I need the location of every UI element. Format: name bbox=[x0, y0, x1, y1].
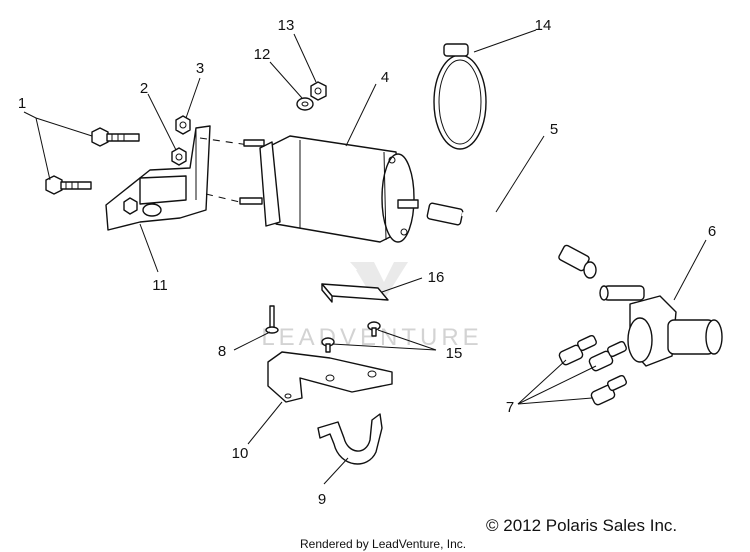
part-6-drive bbox=[599, 285, 723, 367]
bolt-lower bbox=[45, 175, 92, 195]
part-14-clamp bbox=[433, 43, 487, 150]
callout-9: 9 bbox=[318, 491, 326, 508]
part-8-pin bbox=[265, 305, 279, 334]
callout-12: 12 bbox=[254, 46, 271, 63]
callout-1: 1 bbox=[18, 95, 26, 112]
callout-13: 13 bbox=[278, 17, 295, 34]
part-3-nut bbox=[175, 115, 191, 135]
callout-5: 5 bbox=[550, 121, 558, 138]
part-13-nut bbox=[310, 81, 327, 101]
watermark: LEADVENTURE bbox=[261, 262, 479, 351]
part-9-strap bbox=[317, 413, 383, 465]
leader-lines bbox=[23, 29, 707, 485]
part-16-pad bbox=[321, 283, 389, 303]
screw-c bbox=[590, 374, 627, 406]
part-2-nut bbox=[171, 147, 187, 166]
callout-3: 3 bbox=[196, 60, 204, 77]
callout-14: 14 bbox=[535, 17, 552, 34]
part-12-washer bbox=[296, 97, 314, 111]
rendered-by-text: Rendered by LeadVenture, Inc. bbox=[300, 537, 466, 551]
part-11-bracket bbox=[105, 125, 211, 231]
callout-6: 6 bbox=[708, 223, 716, 240]
part-10-plate bbox=[267, 351, 393, 403]
callout-10: 10 bbox=[232, 445, 249, 462]
alignment-line-lower bbox=[205, 193, 245, 204]
part-5-cable bbox=[426, 202, 597, 279]
part-4-starter-motor bbox=[239, 135, 419, 243]
callout-8: 8 bbox=[218, 343, 226, 360]
callout-15: 15 bbox=[446, 345, 463, 362]
callout-2: 2 bbox=[140, 80, 148, 97]
screw-a bbox=[558, 334, 597, 366]
part-1-bolts bbox=[45, 127, 140, 195]
part-7-screws bbox=[558, 334, 627, 406]
alignment-line-upper bbox=[199, 137, 257, 147]
callout-16: 16 bbox=[428, 269, 445, 286]
callout-11: 11 bbox=[152, 277, 168, 294]
callout-4: 4 bbox=[381, 69, 389, 86]
part-15-screws bbox=[321, 321, 381, 353]
callout-labels: 1 2 3 4 5 6 7 8 9 10 11 12 13 14 15 16 bbox=[18, 17, 716, 508]
nut-bracket bbox=[123, 197, 138, 215]
callout-7: 7 bbox=[506, 399, 514, 416]
bolt-upper bbox=[91, 127, 140, 147]
copyright-text: © 2012 Polaris Sales Inc. bbox=[486, 516, 677, 535]
